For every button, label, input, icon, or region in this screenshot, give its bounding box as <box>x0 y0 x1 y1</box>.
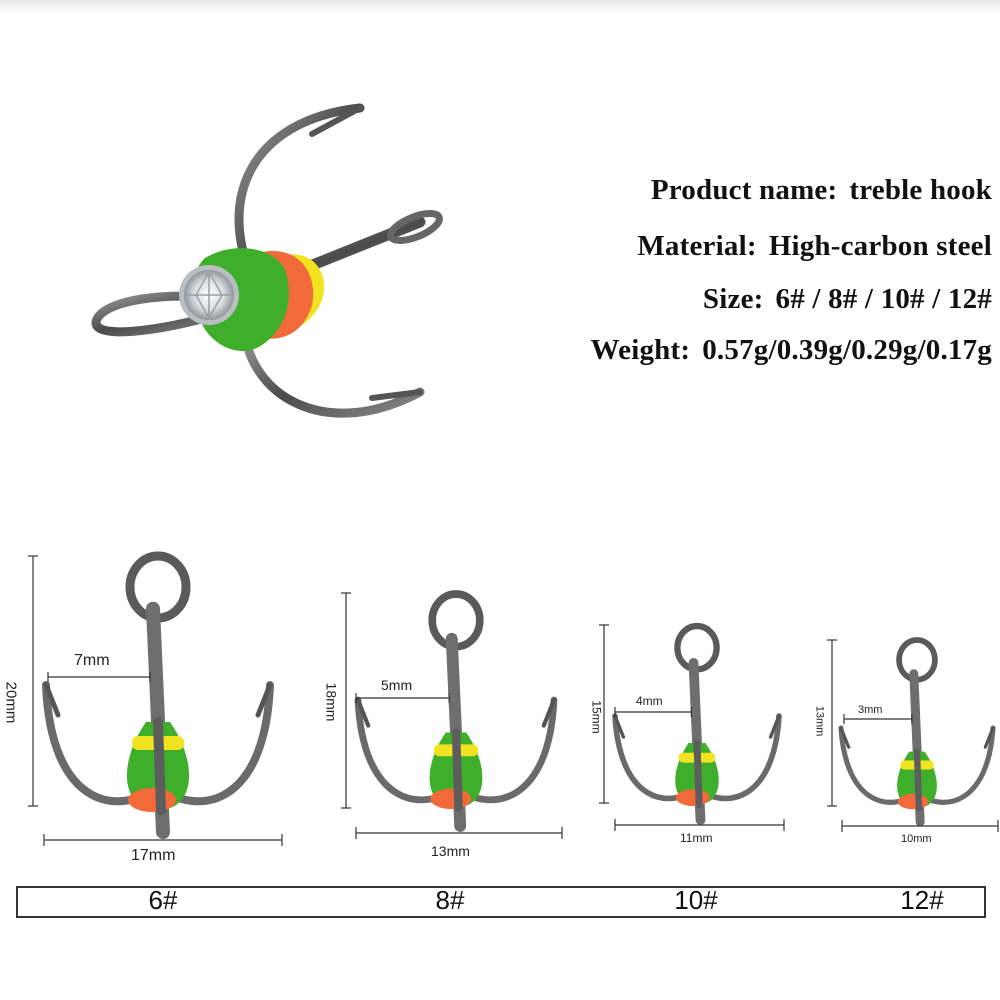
hook-10-gap-label: 4mm <box>636 694 663 708</box>
spec-size-key: Size: <box>702 283 764 315</box>
hook-6-gap-label: 7mm <box>74 652 110 669</box>
hook-12-shank-front <box>913 748 923 812</box>
spec-product-name-value: treble hook <box>849 174 992 206</box>
hero-upper-barb <box>309 105 363 137</box>
hook-12-left-barb <box>839 726 851 749</box>
spec-material: Material: High-carbon steel <box>637 230 992 263</box>
hook-12-width-label: 10mm <box>901 833 932 845</box>
hook-10-body-orange <box>676 789 710 806</box>
hook-8-shank-front <box>451 728 463 812</box>
hook-10-right-barb <box>768 714 781 739</box>
spec-size: Size: 6# / 8# / 10# / 12# <box>703 283 992 316</box>
spec-size-value: 6# / 8# / 10# / 12# <box>775 283 992 315</box>
hero-eye <box>387 210 443 244</box>
hook-10-height-label: 15mm <box>589 700 604 734</box>
spec-material-value: High-carbon steel <box>768 230 992 262</box>
size-label-10: 10# <box>674 885 718 915</box>
hook-10-left-barb <box>613 714 626 739</box>
hook-6-left-barb <box>43 682 61 718</box>
hook-8-left-barb <box>355 697 371 728</box>
hook-6-height-label: 20mm <box>2 681 20 724</box>
hero-lower-barb <box>369 389 423 401</box>
hero-gem-facets <box>186 270 232 320</box>
hero-shank <box>294 216 426 276</box>
top-shadow <box>0 0 1000 14</box>
hero-lower-arm <box>240 330 425 418</box>
spec-weight-key: Weight: <box>590 334 691 366</box>
hook-8-height-label: 18mm <box>323 682 340 722</box>
spec-weight-value: 0.57g/0.39g/0.29g/0.17g <box>702 334 992 366</box>
spec-product-name-key: Product name: <box>650 174 838 206</box>
hook-8-gap-label: 5mm <box>381 677 413 693</box>
hook-12-height-label: 13mm <box>813 705 826 737</box>
hook-10-width-label: 11mm <box>680 831 713 845</box>
spec-product-name: Product name: treble hook <box>651 174 992 207</box>
spec-material-key: Material: <box>637 230 757 262</box>
hook-12-body-orange <box>897 793 929 810</box>
hook-8-body-orange <box>430 788 472 809</box>
hero-left-arm <box>91 291 235 337</box>
hook-6-right-barb <box>255 682 273 718</box>
hook-6-shank-front <box>153 717 166 815</box>
size-label-8: 8# <box>435 885 465 915</box>
hook-12-gap-label: 3mm <box>858 704 883 716</box>
hook-10-shank-front <box>693 739 703 809</box>
size-bar <box>16 886 986 918</box>
hook-12-right-barb <box>983 726 995 749</box>
size-label-12: 12# <box>900 885 944 915</box>
hook-8-width-label: 13mm <box>431 843 470 859</box>
hook-6-body-orange <box>128 788 176 812</box>
spec-weight: Weight: 0.57g/0.39g/0.29g/0.17g <box>591 334 992 367</box>
hook-6-width-label: 17mm <box>131 847 176 864</box>
hook-8-right-barb <box>541 697 557 728</box>
size-label-6: 6# <box>148 885 178 915</box>
